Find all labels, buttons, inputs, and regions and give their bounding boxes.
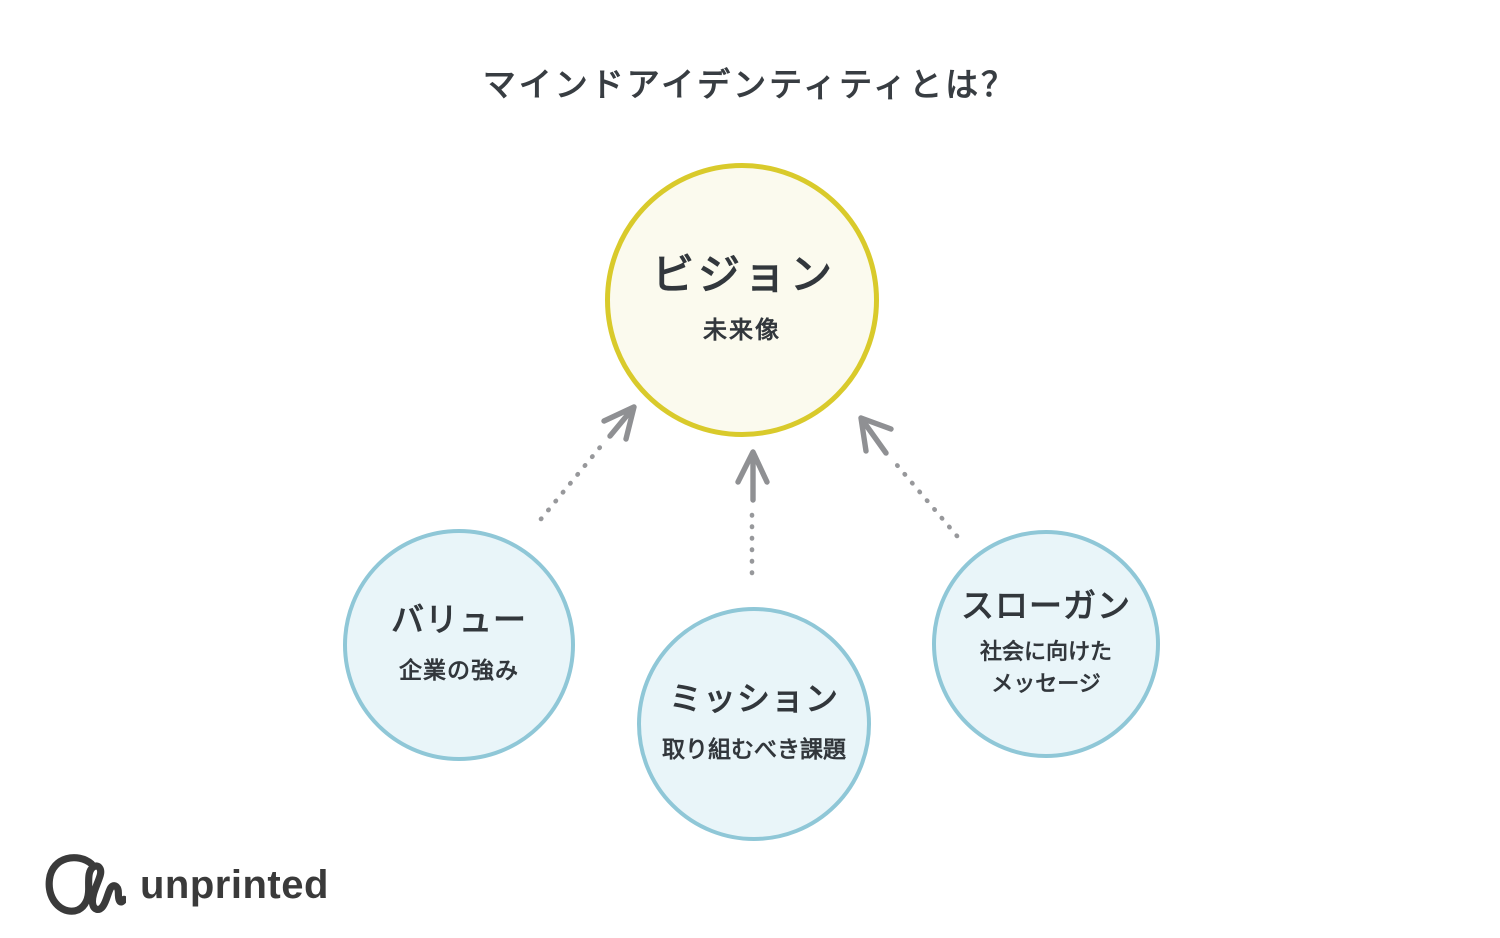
unprinted-logo-text: unprinted [140,862,329,907]
value-description: 企業の強み [399,657,519,684]
page-title: マインドアイデンティティとは？ [482,66,1018,103]
arrow-slogan-to-vision [858,415,960,539]
value-label: バリュー [391,601,527,639]
node-mission: ミッション 取り組むべき課題 [637,607,871,841]
vision-label: ビジョン [651,250,836,298]
mission-label: ミッション [669,680,839,718]
mission-description: 取り組むべき課題 [662,736,846,763]
vision-description: 未来像 [703,316,781,344]
node-slogan: スローガン 社会に向けた メッセージ [932,530,1160,758]
slogan-label: スローガン [961,586,1131,624]
node-value: バリュー 企業の強み [343,529,575,761]
arrow-mission-to-vision [735,449,770,576]
slogan-description: 社会に向けた メッセージ [979,639,1112,697]
arrow-value-to-vision [538,404,637,522]
unprinted-logo: unprinted [38,850,329,920]
node-vision: ビジョン 未来像 [605,163,879,437]
unprinted-logo-mark [45,854,126,915]
